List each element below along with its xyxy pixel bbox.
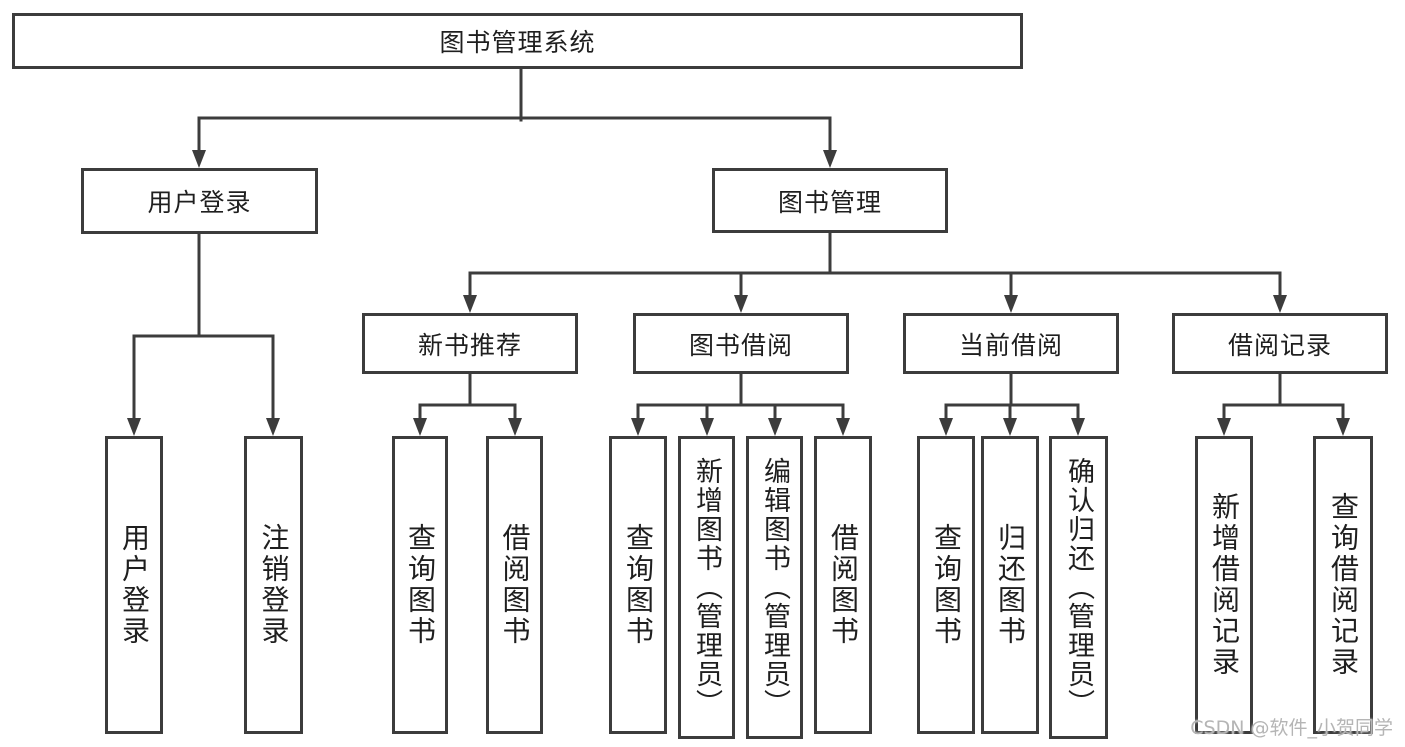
node-root-system: 图书管理系统 (12, 13, 1023, 69)
leaf-confirm-return-admin: 确认归还（管理员） (1049, 436, 1108, 739)
node-new-book-recommend: 新书推荐 (362, 313, 578, 374)
arrow-down-icon (734, 295, 748, 313)
arrow-down-icon (127, 418, 141, 436)
connector-book-borrow-to-leaves (631, 372, 850, 436)
leaf-label: 新增借阅记录 (1208, 492, 1241, 678)
arrow-down-icon (508, 418, 522, 436)
leaf-logout: 注销登录 (244, 436, 303, 734)
node-user-login: 用户登录 (81, 168, 318, 234)
node-current-borrow: 当前借阅 (903, 313, 1119, 374)
leaf-borrow-books-1: 借阅图书 (486, 436, 543, 734)
arrow-down-icon (1273, 295, 1287, 313)
arrow-down-icon (1336, 418, 1350, 436)
leaf-query-borrow-record: 查询借阅记录 (1313, 436, 1373, 734)
arrow-down-icon (192, 150, 206, 168)
leaf-label: 查询图书 (622, 523, 655, 647)
leaf-label: 查询借阅记录 (1327, 492, 1360, 678)
arrow-down-icon (1071, 418, 1085, 436)
arrow-down-icon (413, 418, 427, 436)
node-borrow-records: 借阅记录 (1172, 313, 1388, 374)
leaf-label: 归还图书 (994, 523, 1027, 647)
connector-current-borrow-to-leaves (939, 372, 1085, 436)
connector-borrow-records-to-leaves (1217, 372, 1350, 436)
leaf-add-borrow-record: 新增借阅记录 (1195, 436, 1253, 734)
leaf-label: 用户登录 (118, 523, 151, 647)
arrow-down-icon (700, 418, 714, 436)
csdn-watermark: CSDN @软件_小贺同学 (1190, 717, 1393, 739)
arrow-down-icon (1004, 295, 1018, 313)
node-book-management: 图书管理 (712, 168, 948, 233)
leaf-add-book-admin: 新增图书（管理员） (678, 436, 735, 739)
leaf-label: 查询图书 (404, 523, 437, 647)
leaf-user-login: 用户登录 (105, 436, 163, 734)
leaf-edit-book-admin: 编辑图书（管理员） (746, 436, 803, 739)
arrow-down-icon (1217, 418, 1231, 436)
leaf-return-book: 归还图书 (981, 436, 1039, 734)
leaf-label: 借阅图书 (827, 523, 860, 647)
leaf-label: 借阅图书 (498, 523, 532, 647)
leaf-label: 注销登录 (257, 523, 291, 647)
leaf-label: 新增图书（管理员） (691, 457, 722, 718)
arrow-down-icon (463, 295, 477, 313)
arrow-down-icon (836, 418, 850, 436)
arrow-down-icon (823, 150, 837, 168)
leaf-query-books-2: 查询图书 (609, 436, 667, 734)
leaf-label: 编辑图书（管理员） (759, 457, 790, 718)
arrow-down-icon (631, 418, 645, 436)
connector-book-management-to-level3 (463, 231, 1287, 313)
leaf-label: 查询图书 (930, 523, 963, 647)
arrow-down-icon (266, 418, 280, 436)
arrow-down-icon (939, 418, 953, 436)
arrow-down-icon (1003, 418, 1017, 436)
leaf-query-books-3: 查询图书 (917, 436, 975, 734)
connector-user-login-to-leaves (127, 231, 280, 436)
leaf-query-books-1: 查询图书 (392, 436, 448, 734)
node-book-borrow: 图书借阅 (633, 313, 849, 374)
connector-root-to-level2 (192, 67, 837, 168)
leaf-borrow-books-2: 借阅图书 (814, 436, 872, 734)
connector-new-book-recommend-to-leaves (413, 372, 522, 436)
arrow-down-icon (768, 418, 782, 436)
leaf-label: 确认归还（管理员） (1063, 457, 1094, 718)
